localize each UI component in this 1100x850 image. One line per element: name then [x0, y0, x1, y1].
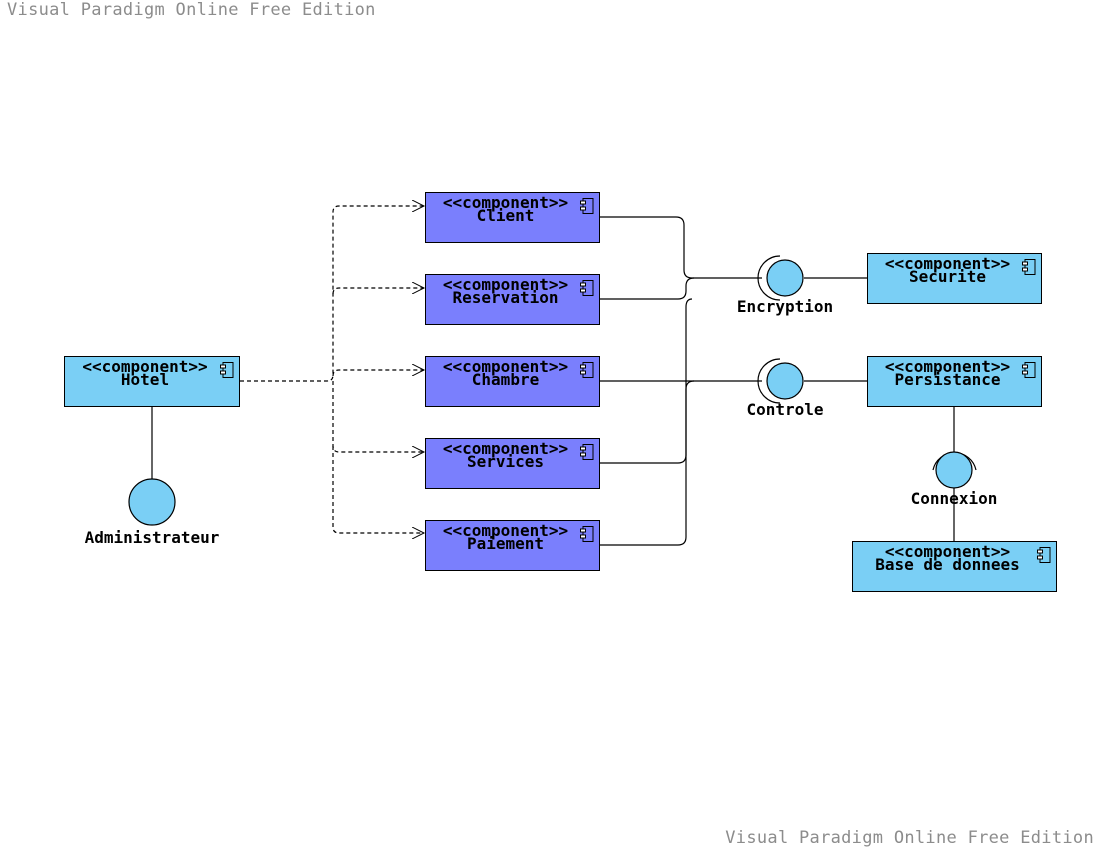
watermark-top: Visual Paradigm Online Free Edition: [7, 0, 376, 20]
component-name: Base de donnees: [875, 555, 1020, 574]
dependency-hotel-client: [240, 206, 424, 382]
interface-administrateur-label: Administrateur: [84, 528, 220, 547]
component-icon: [580, 362, 594, 378]
interface-connexion-ball: [935, 451, 973, 489]
dependency-hotel-reservation: [332, 288, 424, 295]
watermark-bottom: Visual Paradigm Online Free Edition: [725, 828, 1094, 848]
component-reservation[interactable]: <<component>> Reservation: [425, 274, 600, 325]
component-icon: [580, 526, 594, 542]
component-persistance[interactable]: <<component>> Persistance: [867, 356, 1042, 407]
component-name: Chambre: [471, 370, 540, 389]
interface-controle-ball: [766, 362, 804, 400]
component-chambre[interactable]: <<component>> Chambre: [425, 356, 600, 407]
component-base-de-donnees[interactable]: <<component>> Base de donnees: [852, 541, 1057, 592]
component-icon: [580, 280, 594, 296]
link-client: [600, 216, 762, 279]
link-paiement: [600, 298, 693, 546]
dependency-hotel-paiement: [332, 446, 424, 533]
component-icon: [1022, 362, 1036, 378]
component-paiement[interactable]: <<component>> Paiement: [425, 520, 600, 571]
interface-encryption-ball: [766, 259, 804, 297]
component-icon: [1022, 259, 1036, 275]
interface-connexion-label: Connexion: [910, 489, 998, 508]
stereotype-label: <<component>>: [442, 439, 569, 458]
stereotype-label: <<component>>: [884, 357, 1011, 376]
component-name: Reservation: [452, 288, 559, 307]
component-name: Paiement: [466, 534, 545, 553]
component-name: Securite: [908, 267, 987, 286]
component-icon: [580, 198, 594, 214]
stereotype-label: <<component>>: [442, 521, 569, 540]
component-hotel[interactable]: <<component>> Hotel: [64, 356, 240, 407]
interface-encryption-label: Encryption: [736, 297, 834, 316]
dependency-hotel-services: [332, 381, 424, 452]
stereotype-label: <<component>>: [442, 193, 569, 212]
component-services[interactable]: <<component>> Services: [425, 438, 600, 489]
component-icon: [220, 362, 234, 378]
interface-controle-label: Controle: [746, 400, 824, 419]
dependency-hotel-chambre: [332, 370, 424, 377]
stereotype-label: <<component>>: [82, 357, 208, 376]
stereotype-label: <<component>>: [442, 357, 569, 376]
link-services: [600, 380, 695, 464]
socket-controle: [757, 358, 781, 404]
component-securite[interactable]: <<component>> Securite: [867, 253, 1042, 304]
component-icon: [580, 444, 594, 460]
stereotype-label: <<component>>: [442, 275, 569, 294]
component-icon: [1037, 547, 1051, 563]
component-client[interactable]: <<component>> Client: [425, 192, 600, 243]
component-name: Client: [476, 206, 535, 225]
stereotype-label: <<component>>: [884, 542, 1011, 561]
socket-encryption: [757, 255, 781, 301]
interface-administrateur-ball: [128, 478, 176, 526]
component-name: Services: [466, 452, 545, 471]
component-name: Persistance: [894, 370, 1001, 389]
component-name: Hotel: [120, 370, 170, 389]
link-reservation: [600, 277, 695, 300]
stereotype-label: <<component>>: [884, 254, 1011, 273]
